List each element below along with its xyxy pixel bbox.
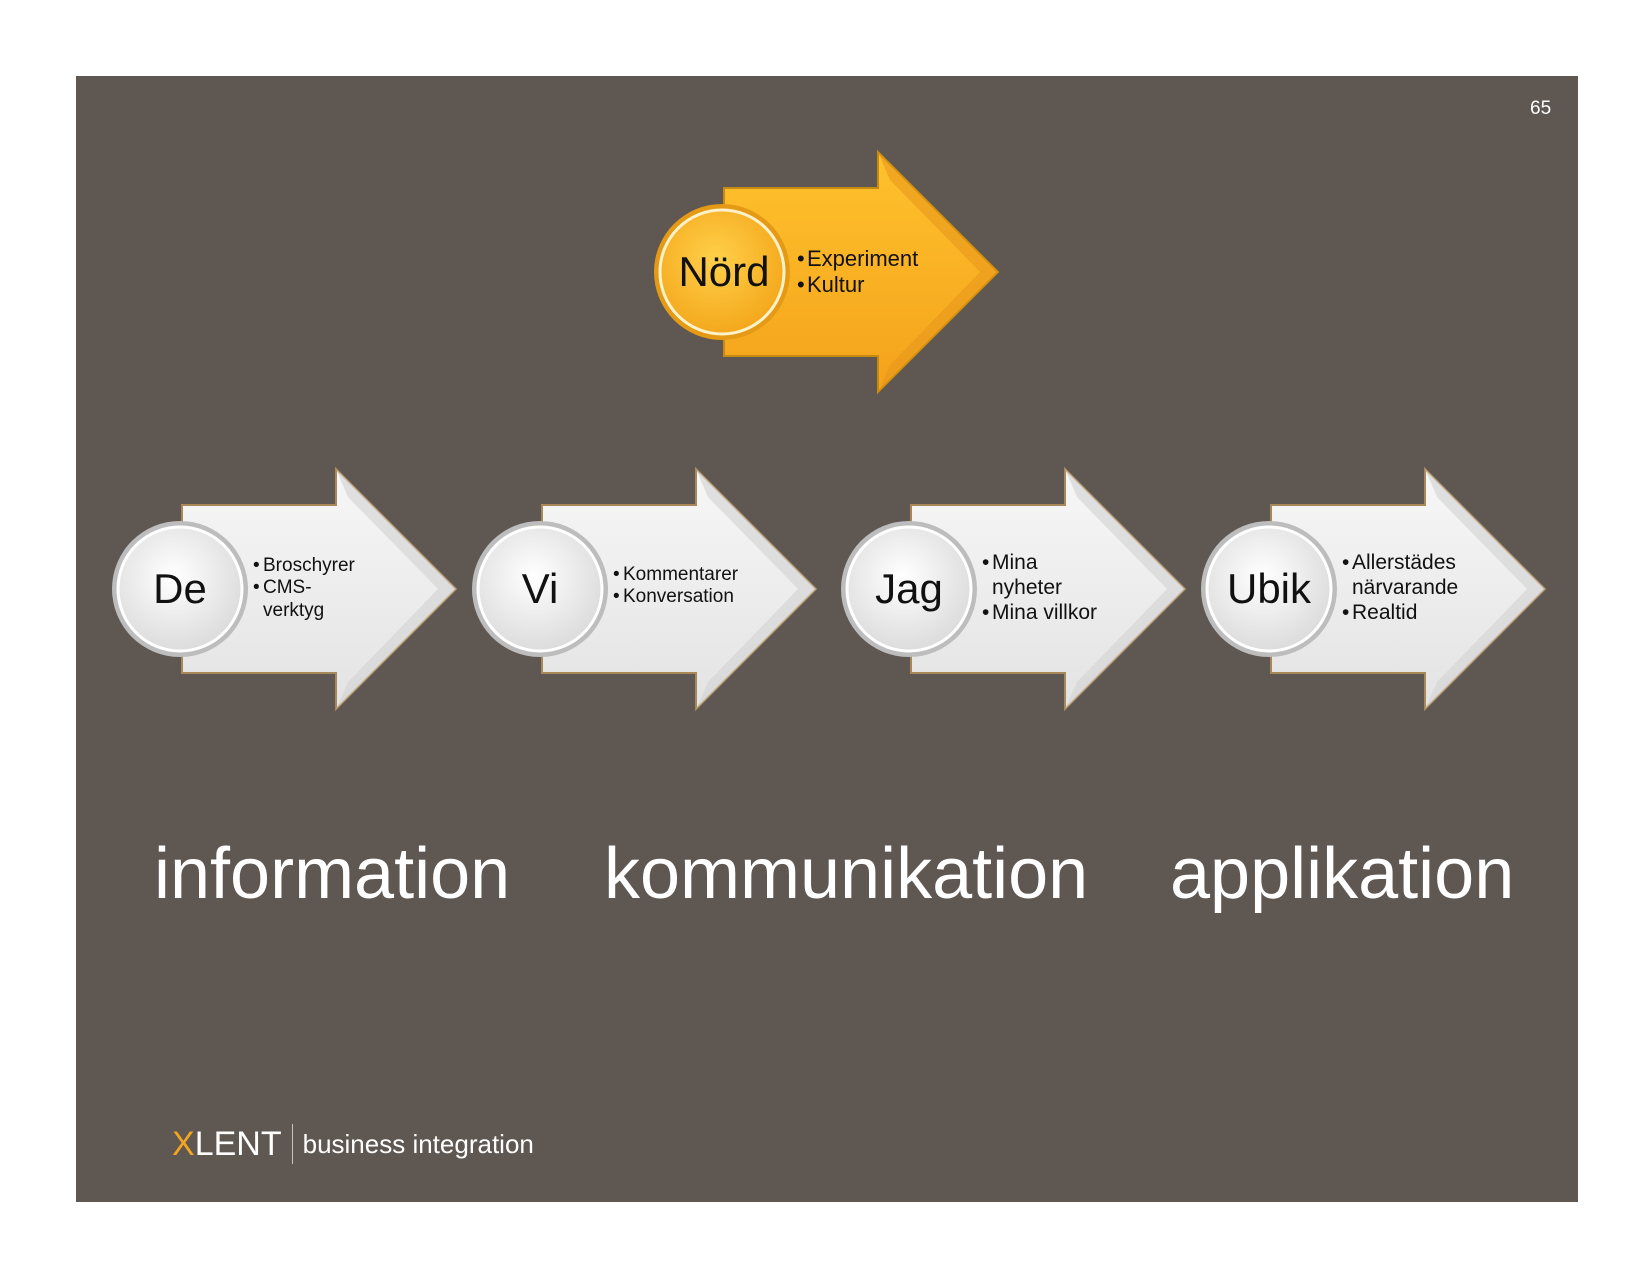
stage-label-3: Jag bbox=[875, 565, 943, 612]
stage-1-bullet-2: CMS- verktyg bbox=[253, 577, 355, 622]
stage-bullets-3: Mina nyheterMina villkor bbox=[982, 551, 1097, 625]
category-information: information bbox=[154, 834, 511, 914]
stage-bullets-2: KommentarerKonversation bbox=[613, 564, 738, 609]
nord-bullet-2: Kultur bbox=[797, 272, 918, 298]
stage-bullets-4: Allerstädes närvarandeRealtid bbox=[1342, 551, 1458, 625]
stage-2-bullet-2: Konversation bbox=[613, 586, 738, 609]
stage-bullets-1: BroschyrerCMS- verktyg bbox=[253, 555, 355, 622]
logo-mark: XLENT bbox=[172, 1124, 282, 1163]
logo-divider bbox=[291, 1124, 293, 1164]
stage-label-2: Vi bbox=[521, 565, 559, 612]
category-applikation: applikation bbox=[1170, 834, 1515, 914]
nord-label: Nörd bbox=[678, 248, 770, 295]
stage-label-1: De bbox=[153, 565, 207, 612]
page-number: 65 bbox=[1530, 98, 1552, 119]
stage-4-bullet-1: Allerstädes närvarande bbox=[1342, 551, 1458, 601]
stage-1-bullet-1: Broschyrer bbox=[253, 555, 355, 578]
nord-bullet-1: Experiment bbox=[797, 246, 918, 272]
stage-2-bullet-1: Kommentarer bbox=[613, 564, 738, 587]
stage-label-4: Ubik bbox=[1226, 565, 1312, 612]
category-kommunikation: kommunikation bbox=[604, 834, 1089, 914]
stage-4-bullet-2: Realtid bbox=[1342, 601, 1458, 626]
stage-3-bullet-1: Mina nyheter bbox=[982, 551, 1097, 601]
xlent-logo: XLENT business integration bbox=[172, 1122, 534, 1166]
logo-tagline: business integration bbox=[302, 1128, 534, 1159]
nord-bullets: Experiment Kultur bbox=[797, 246, 918, 298]
stage-3-bullet-2: Mina villkor bbox=[982, 601, 1097, 626]
